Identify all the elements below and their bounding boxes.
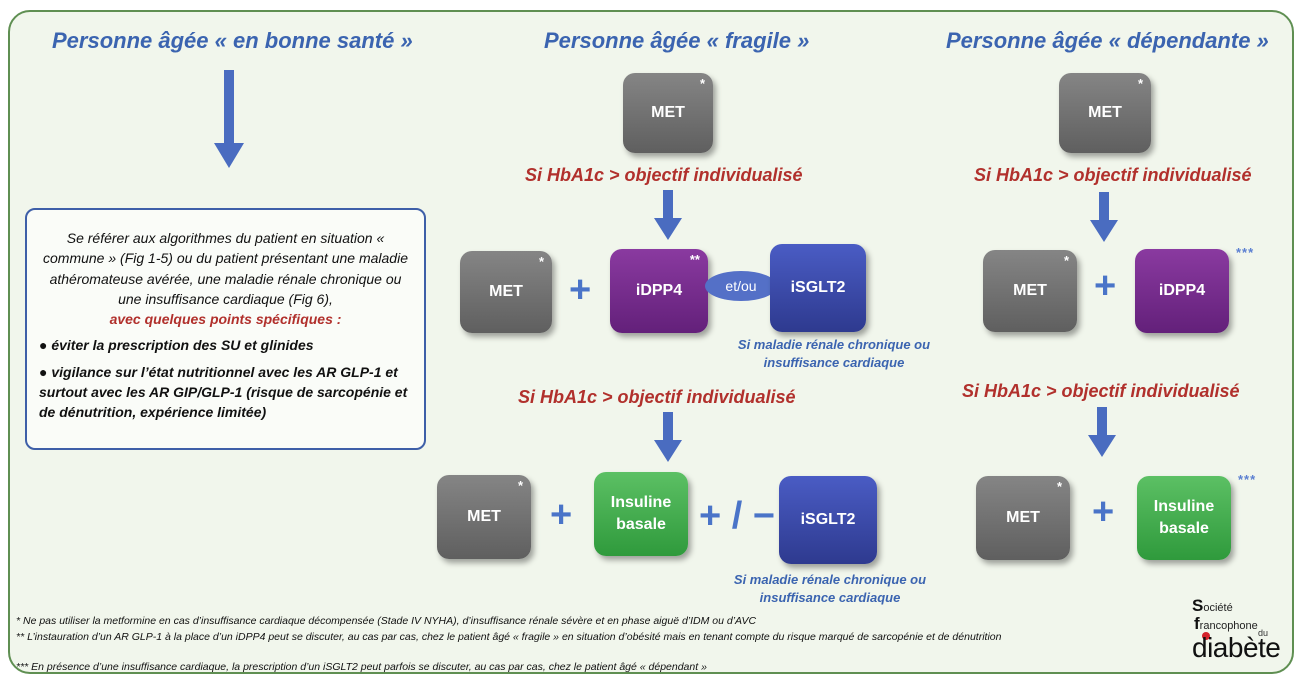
condition-fragile-2: Si HbA1c > objectif individualisé [518,387,796,407]
footnote-2: ** L’instauration d’un AR GLP-1 à la pla… [16,631,1002,643]
guidance-bullet-glp1: ● vigilance sur l’état nutritionnel avec… [39,363,408,421]
isglt2-label: iSGLT2 [790,279,846,297]
idpp4-label: iDPP4 [1158,282,1206,300]
plus-sign: + [550,494,573,536]
footnote-star: * [1063,253,1069,268]
logo-line-4: diabète [1192,632,1281,663]
footnote-1: * Ne pas utiliser la metformine en cas d… [16,615,757,627]
insuline-label: Insuline basale [1153,498,1215,537]
insuline-label: Insuline basale [610,494,672,533]
met-label: MET [1088,104,1122,122]
footnote-star-3: *** [1236,245,1255,260]
footnote-star: * [1137,76,1143,91]
arrow-fragile-1 [654,190,682,240]
met-box-dependent-top: MET * [1059,73,1151,153]
heading-healthy: Personne âgée « en bonne santé » [52,28,413,53]
condition-dependent-2: Si HbA1c > objectif individualisé [962,381,1240,401]
idpp4-label: iDPP4 [635,282,683,300]
sfd-logo: Société francophone du diabète [1186,596,1281,666]
plus-sign: + [1094,265,1117,307]
met-box-fragile-bottom: MET * [437,475,531,559]
guidance-highlight: avec quelques points spécifiques : [109,311,342,328]
idpp4-box-dependent: iDPP4 [1135,249,1229,333]
isglt2-box-fragile-bottom: iSGLT2 [779,476,877,564]
footnote-star: * [538,254,544,269]
heading-dependent: Personne âgée « dépendante » [946,28,1269,53]
arrow-dependent-1 [1090,192,1118,242]
note-renal-cardiac-2: Si maladie rénale chronique ou insuffisa… [733,572,927,605]
footnote-star: ** [689,252,700,267]
logo-line-1: Société [1192,596,1233,615]
plus-minus-sign: + / − [699,495,776,537]
arrow-healthy-down [214,70,244,168]
logo-line-3: du [1258,628,1269,638]
met-box-dependent-bottom: MET * [976,476,1070,560]
met-label: MET [467,508,501,526]
footnote-3: *** En présence d’une insuffisance cardi… [16,661,707,673]
et-ou-connector: et/ou [705,271,777,301]
met-label: MET [1013,282,1047,300]
met-label: MET [1006,509,1040,527]
idpp4-box-fragile: iDPP4 ** [610,249,708,333]
footnote-star: * [517,478,523,493]
met-box-dependent-mid: MET * [983,250,1077,332]
guidance-bullet-su: ● éviter la prescription des SU et glini… [39,337,314,354]
guidance-intro: Se référer aux algorithmes du patient en… [43,230,408,307]
logo-red-dot [1202,632,1210,640]
met-label: MET [651,104,685,122]
isglt2-box-fragile-mid: iSGLT2 [770,244,866,332]
heading-fragile: Personne âgée « fragile » [544,28,810,53]
guidance-box: Se référer aux algorithmes du patient en… [25,208,426,450]
footnote-star: * [699,76,705,91]
footnote-star-3: *** [1238,472,1257,487]
logo-line-2: francophone [1194,614,1258,633]
met-label: MET [489,283,523,301]
met-box-fragile-mid: MET * [460,251,552,333]
plus-sign: + [569,269,592,311]
arrow-fragile-2 [654,412,682,462]
condition-fragile-1: Si HbA1c > objectif individualisé [525,165,803,185]
met-box-fragile-top: MET * [623,73,713,153]
plus-sign: + [1092,491,1115,533]
insuline-box-dependent: Insuline basale [1137,476,1231,560]
footnote-star: * [1056,479,1062,494]
isglt2-label: iSGLT2 [800,511,856,529]
condition-dependent-1: Si HbA1c > objectif individualisé [974,165,1252,185]
arrow-dependent-2 [1088,407,1116,457]
note-renal-cardiac-1: Si maladie rénale chronique ou insuffisa… [737,337,931,370]
insuline-box-fragile: Insuline basale [594,472,688,556]
